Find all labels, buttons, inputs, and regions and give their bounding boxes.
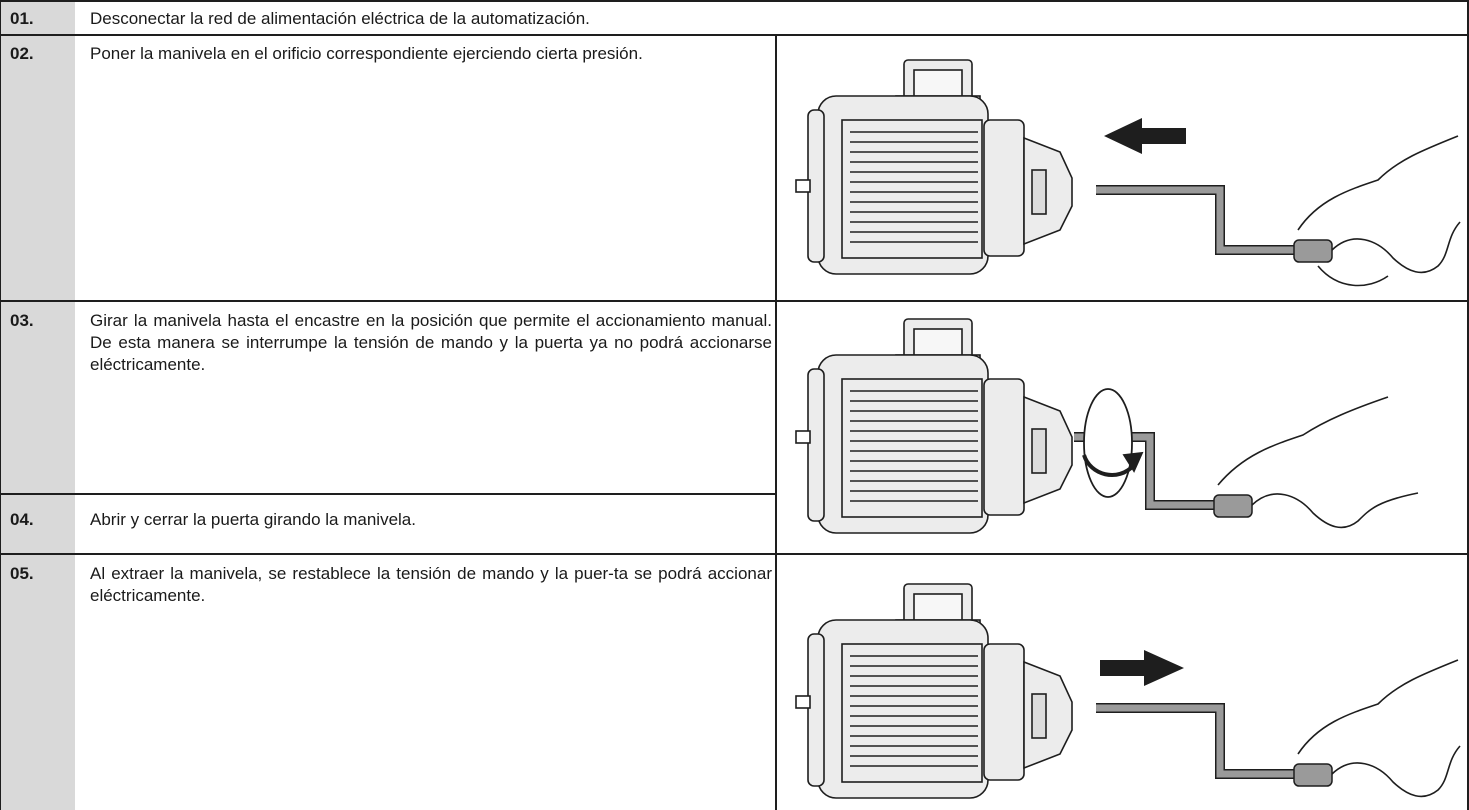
- motor-illustration: [795, 583, 1073, 799]
- step-text: Al extraer la manivela, se restablece la…: [90, 564, 772, 605]
- motor-illustration: [795, 59, 1073, 275]
- figure-insert-crank: [778, 40, 1468, 298]
- crank-handle: [1096, 703, 1298, 779]
- table-row-divider: [0, 493, 775, 495]
- step-number-cell: [1, 2, 75, 34]
- crank-handle: [1096, 185, 1298, 255]
- step-number-cell: [1, 555, 75, 810]
- table-row-divider: [0, 300, 1469, 302]
- hand-illustration: [1297, 659, 1461, 798]
- motor-illustration: [795, 318, 1073, 534]
- step-number: 03.: [10, 311, 34, 330]
- step-number: 05.: [10, 564, 34, 583]
- step-number-cell: [1, 302, 75, 493]
- table-column-divider: [775, 35, 777, 810]
- right-arrow-icon: [1100, 650, 1184, 686]
- table-border-top: [0, 0, 1469, 2]
- step-number: 01.: [10, 9, 34, 28]
- step-number: 04.: [10, 510, 34, 529]
- left-arrow-icon: [1104, 118, 1186, 154]
- step-text: Poner la manivela en el orificio corresp…: [90, 44, 643, 63]
- step-number-cell: [1, 495, 75, 553]
- table-row-divider: [0, 553, 1469, 555]
- step-number-cell: [1, 36, 75, 300]
- hand-illustration: [1297, 135, 1461, 287]
- step-text: Girar la manivela hasta el encastre en l…: [90, 311, 772, 374]
- table-border-right: [1467, 0, 1469, 810]
- step-text: Abrir y cerrar la puerta girando la mani…: [90, 510, 416, 529]
- hand-illustration: [1217, 396, 1419, 529]
- step-number: 02.: [10, 44, 34, 63]
- figure-rotate-crank: [778, 305, 1468, 551]
- table-row-divider: [0, 34, 1469, 36]
- step-text: Desconectar la red de alimentación eléct…: [90, 9, 590, 28]
- rotate-arrow-icon: [1082, 388, 1144, 498]
- figure-extract-crank: [778, 558, 1468, 808]
